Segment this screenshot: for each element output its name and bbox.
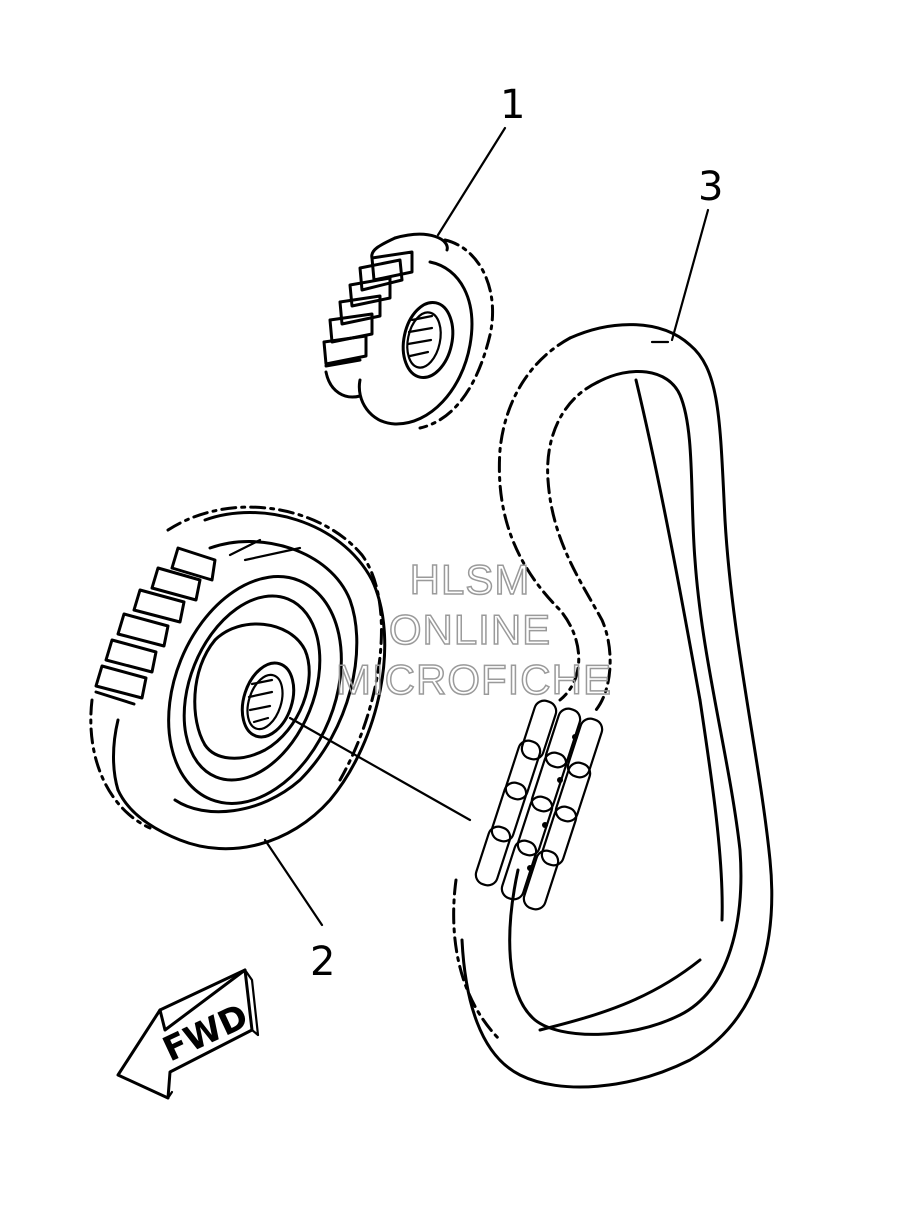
- small-sprocket: [322, 232, 495, 430]
- watermark-line-1: HLSM: [410, 556, 531, 603]
- callout-1: 1: [500, 82, 525, 128]
- fwd-arrow: FWD: [116, 968, 260, 1100]
- callout-2: 2: [310, 939, 335, 985]
- watermark-line-3: MICROFICHE: [336, 656, 612, 703]
- large-sprocket: [89, 505, 387, 851]
- callout-3: 3: [698, 164, 723, 210]
- leader-lines: [263, 126, 710, 927]
- fwd-label: FWD: [157, 996, 255, 1070]
- chain-links: [474, 699, 604, 911]
- watermark-line-2: ONLINE: [389, 606, 551, 653]
- drive-chain: [452, 323, 774, 1089]
- watermark: HLSM ONLINE MICROFICHE: [335, 555, 612, 704]
